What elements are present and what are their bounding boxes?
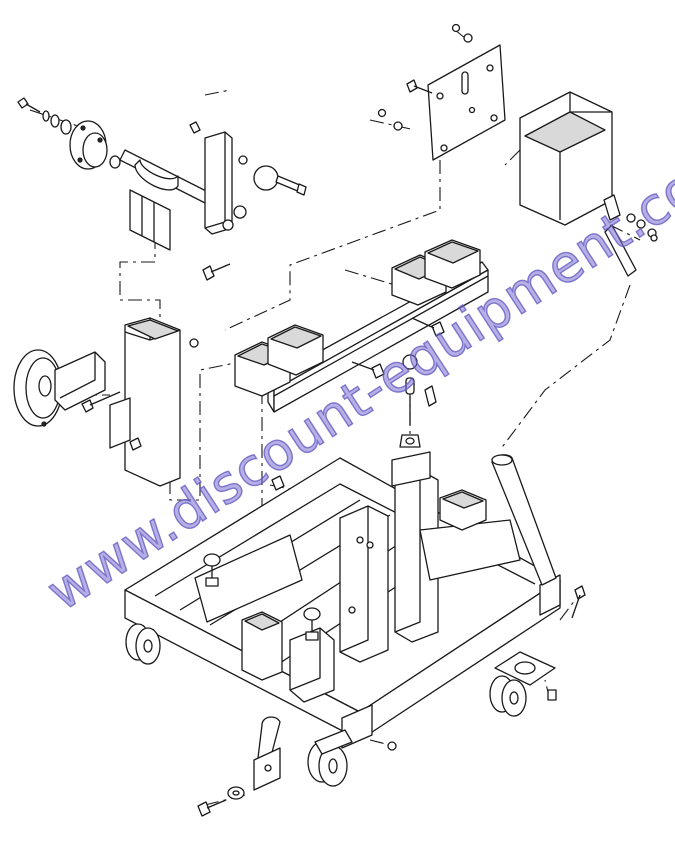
center-pin-stack [399,354,437,448]
bottom-bolt-washer [197,786,245,817]
base-right-hardware [271,475,586,751]
bottom-handle-bracket [253,716,281,791]
wheel-hub-flange [69,120,108,170]
lifting-eye-bolts [203,553,321,641]
mast-small-hardware [189,121,248,281]
base-uprights [339,451,439,663]
plate-bolts [377,23,473,131]
angled-support-tube [491,454,557,586]
channel-bolts [351,317,445,379]
channel-pockets [234,239,481,397]
base-square-sockets [241,611,335,703]
hub-bolt-stack [17,97,121,169]
base-cross-tubes [194,489,521,623]
tall-left-post [109,317,181,487]
handle-mast-bracket [204,131,247,235]
caster-front-left [125,623,161,665]
mounting-plate [427,44,506,161]
post-bolts [41,338,199,451]
caster-front-center [307,729,353,787]
cradle-arm-link [603,194,658,277]
caster-rear-right [489,651,556,717]
handle-ball [253,165,307,196]
u-cradle-bracket [519,91,613,226]
side-caster-wheel [13,349,106,427]
